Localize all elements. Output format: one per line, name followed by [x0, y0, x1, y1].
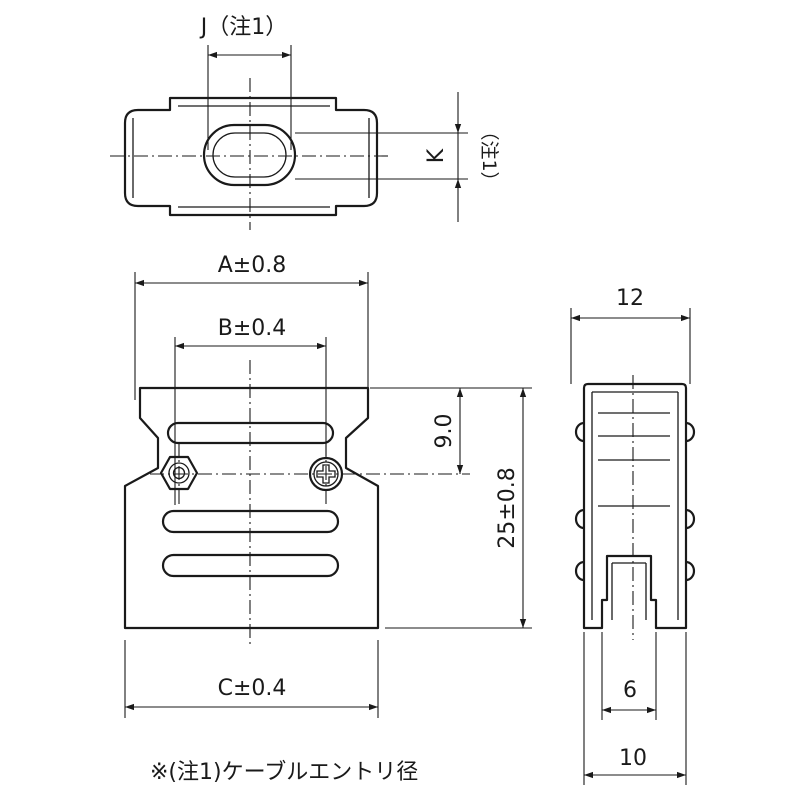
b-dimension-label: B±0.4 [218, 316, 287, 341]
h1-dimension-label: 9.0 [432, 414, 457, 449]
footnote: ※(注1)ケーブルエントリ径 [150, 760, 418, 785]
front-view-body-outline [123, 386, 380, 630]
k-note-label: （注1） [478, 121, 500, 190]
top-view: J（注1） K （注1） [110, 15, 500, 230]
c-dimension-label: C±0.4 [218, 676, 287, 701]
side-view-body-outline [582, 382, 688, 630]
slot-dimension-label: 6 [623, 678, 637, 703]
j-dimension-label: J（注1） [199, 15, 288, 40]
width-dimension-label: 12 [616, 286, 644, 311]
front-view: A±0.8 B±0.4 C±0.4 9.0 25±0.8 [123, 253, 532, 718]
top-view-body-outline [123, 96, 379, 217]
a-dimension-label: A±0.8 [218, 253, 286, 278]
top-view-inner-edge [132, 105, 370, 208]
base-dimension-label: 10 [619, 746, 647, 771]
side-bumps [574, 421, 696, 582]
h2-dimension-label: 25±0.8 [495, 467, 520, 548]
side-view: 12 6 10 [570, 286, 696, 785]
k-dimension-label: K [424, 148, 449, 163]
